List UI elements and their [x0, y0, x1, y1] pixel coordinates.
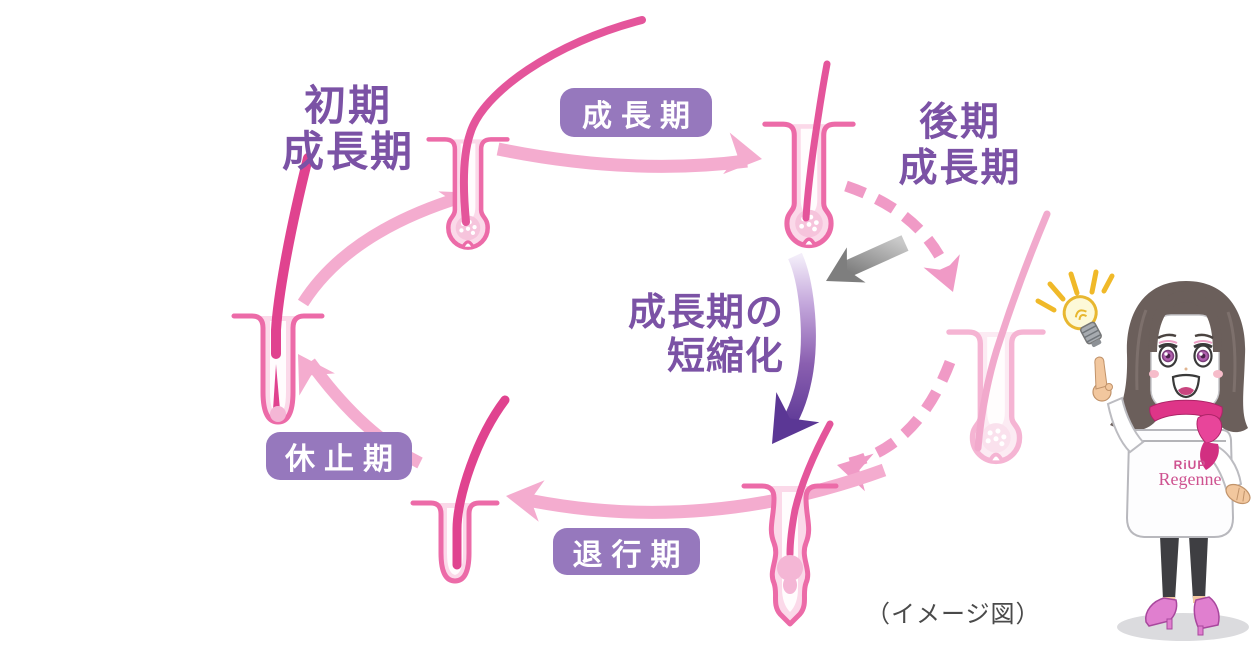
early-anagen-follicle	[429, 16, 646, 248]
badge-telogen-phase-label: 休止期	[285, 443, 402, 476]
face	[1148, 291, 1223, 411]
arm-left-pointing	[1092, 356, 1145, 454]
cycle-arrow-regression	[503, 463, 887, 522]
label-late-growth-phase: 後期 成長期	[878, 100, 1042, 192]
gray-pointer-arrow	[816, 235, 909, 299]
eyebrow	[1194, 333, 1214, 340]
cycle-arrow-growth	[496, 132, 766, 180]
anagen-follicle	[765, 60, 853, 246]
hair-strand	[786, 420, 834, 558]
badge-catagen-phase-label: 退行期	[572, 538, 690, 572]
hair-strand	[802, 60, 831, 222]
nose	[1184, 367, 1188, 371]
late-anagen-follicle	[949, 210, 1051, 461]
badge-telogen-phase: 休止期	[266, 432, 412, 480]
hair-strand	[459, 16, 646, 226]
club-root	[777, 555, 803, 581]
label-late-growth-line1: 後期	[918, 101, 1001, 144]
blush	[1149, 370, 1159, 378]
hair-strand	[974, 210, 1051, 452]
high-heel-shoes	[1144, 596, 1220, 636]
shadow	[1117, 613, 1249, 641]
catagen-follicle	[741, 420, 839, 627]
cycle-arrow-dashed-to-catagen	[832, 360, 956, 492]
eyebrow	[1157, 333, 1177, 340]
label-shortening-line2: 短縮化	[666, 336, 784, 378]
scarf	[1149, 399, 1223, 470]
label-late-growth-line2: 成長期	[898, 147, 1022, 190]
badge-catagen-phase: 退行期	[553, 528, 700, 575]
old-club-hair	[271, 153, 313, 359]
early-telogen-follicle	[410, 395, 510, 584]
badge-growth-phase-label: 成長期	[582, 99, 699, 133]
label-growth-phase-shortening: 成長期の 短縮化	[592, 291, 784, 379]
telogen-new-hair-follicle	[231, 153, 325, 425]
mascot-character	[1035, 269, 1251, 641]
label-early-growth-line1: 初期	[303, 84, 392, 130]
cycle-arrow-dashed-to-late-anagen	[844, 180, 972, 299]
blush	[1213, 370, 1223, 378]
bottle-brand-riup: RiUP	[1173, 458, 1207, 472]
shortening-arrow	[750, 252, 820, 460]
bottle-brand-regenne: Regenne	[1158, 469, 1222, 489]
leg-right	[1189, 536, 1208, 600]
label-early-growth-phase: 初期 成長期	[250, 84, 446, 176]
pointing-finger	[1094, 356, 1108, 390]
hair-bangs	[1148, 291, 1223, 352]
image-note: （イメージ図）	[866, 601, 1041, 628]
new-bulb	[270, 406, 286, 422]
cycle-arrow-to-early-anagen	[297, 174, 490, 307]
new-hair	[273, 364, 280, 410]
idea-lightbulb-icon	[1035, 269, 1115, 348]
club-hair	[452, 395, 510, 570]
label-shortening-line1: 成長期の	[627, 292, 784, 334]
badge-growth-phase: 成長期	[560, 88, 712, 137]
eye-right	[1193, 340, 1213, 368]
leg-left	[1160, 536, 1179, 600]
eye-left	[1158, 340, 1178, 368]
label-early-growth-line2: 成長期	[281, 130, 414, 176]
